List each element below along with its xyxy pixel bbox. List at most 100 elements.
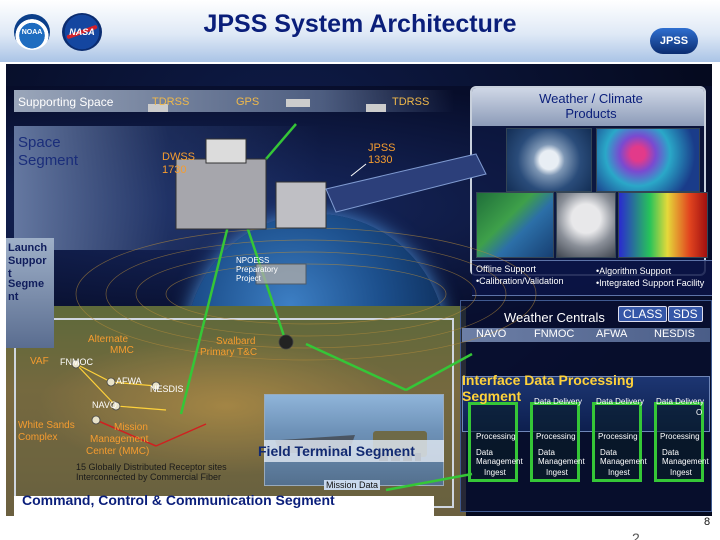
receptor-note-2: Interconnected by Commercial Fiber	[76, 472, 222, 482]
space-segment-label-1: Space	[18, 134, 61, 151]
data-mgmt-3a: Data	[600, 448, 617, 457]
idps-cell-2	[530, 402, 580, 482]
supporting-space-bar	[14, 90, 454, 112]
data-delivery-2: Data Delivery	[534, 397, 583, 406]
weather-centrals-label: Weather Centrals	[504, 310, 605, 325]
svalbard-label-2: Primary T&C	[200, 347, 258, 358]
ingest-2: Ingest	[546, 468, 568, 477]
data-delivery-3: Data Delivery	[596, 397, 645, 406]
idps-cell-3	[592, 402, 642, 482]
algorithm-support-2: •Integrated Support Facility	[596, 278, 705, 288]
class-badge: CLASS	[618, 306, 668, 322]
mmc-label-3: Center (MMC)	[86, 446, 150, 457]
noaa-logo-icon: NOAA	[14, 14, 50, 50]
jpss-logo-icon: JPSS	[650, 28, 698, 54]
offline-support-2: •Calibration/Validation	[476, 276, 564, 286]
field-terminal-label-band	[264, 440, 444, 462]
snow-image	[556, 192, 616, 258]
orbit-rings	[75, 227, 537, 361]
supporting-space-label: Supporting Space	[18, 95, 114, 109]
afwa-ground-label: AFWA	[116, 376, 142, 386]
npoess-label-2: Preparatory	[236, 265, 278, 274]
data-mgmt-1b: Management	[476, 457, 523, 466]
algorithm-support-1: •Algorithm Support	[596, 266, 672, 276]
tdrss-left-label: TDRSS	[152, 96, 190, 108]
red-links	[95, 419, 207, 447]
data-mgmt-4b: Management	[662, 457, 709, 466]
central-afwa: AFWA	[596, 328, 628, 340]
ingest-4: Ingest	[670, 468, 692, 477]
links-overlay	[71, 99, 537, 492]
data-delivery-4: Data Delivery	[656, 397, 705, 406]
alternate-mmc-label-1: Alternate	[88, 334, 129, 345]
navo-ground-label: NAVO	[92, 400, 117, 410]
central-navo: NAVO	[476, 328, 507, 340]
svalbard-label-1: Svalbard	[216, 336, 256, 347]
hurricane-image	[506, 128, 592, 192]
support-box	[472, 260, 712, 296]
gps-label: GPS	[236, 96, 260, 108]
ground-station-dots	[71, 334, 294, 425]
vaf-label: VAF	[30, 356, 49, 367]
tdrss-right-label: TDRSS	[392, 96, 430, 108]
coast-image	[476, 192, 554, 258]
idps-title-1: Interface Data Processing	[462, 372, 634, 388]
alternate-mmc-label-2: MMC	[110, 345, 134, 356]
idps-title-2: Segment	[462, 388, 522, 404]
sea-temp-image	[618, 192, 708, 258]
nasa-logo-icon: NASA	[62, 13, 102, 51]
field-terminal-label: Field Terminal Segment	[258, 443, 415, 459]
dwss-label-2: 1730	[162, 164, 187, 176]
weather-products-header	[472, 88, 704, 126]
processing-3: Processing	[598, 432, 638, 441]
page-number: 8	[704, 516, 711, 528]
receptor-note-1: 15 Globally Distributed Receptor sites	[76, 462, 227, 472]
mmc-label-1: Mission	[114, 422, 148, 433]
offline-support-1: Offline Support	[476, 264, 536, 274]
npoess-label-1: NPOESS	[236, 256, 270, 265]
idps-cell-4	[654, 402, 704, 482]
launch-label-1: Launch	[8, 242, 48, 254]
yellow-links	[75, 363, 167, 411]
launch-support-box	[6, 238, 54, 348]
npoess-label-3: Project	[236, 274, 261, 283]
launch-label-5: nt	[8, 291, 19, 303]
fnmoc-ground-label: FNMOC	[60, 357, 93, 367]
jpss-label-1: JPSS	[368, 142, 396, 154]
launch-label-4: Segme	[8, 278, 45, 290]
centrals-row	[462, 328, 710, 342]
launch-label-2: Suppor	[8, 255, 47, 267]
white-sands-label-1: White Sands	[18, 420, 75, 431]
central-fnmoc: FNMOC	[534, 328, 575, 340]
architecture-diagram: Supporting Space TDRSS GPS TDRSS Space S…	[6, 64, 712, 516]
mmc-label-2: Management	[90, 434, 149, 445]
ingest-1: Ingest	[484, 468, 506, 477]
side-label: O	[696, 408, 703, 417]
space-segment-label-2: Segment	[18, 152, 79, 169]
page-title: JPSS System Architecture	[203, 10, 517, 38]
satellite-icons	[148, 99, 487, 285]
weather-products-title-2: Products	[565, 106, 617, 121]
launch-label-3: t	[8, 268, 12, 280]
central-nesdis: NESDIS	[654, 328, 695, 340]
white-sands-label-2: Complex	[18, 432, 58, 443]
ccs-title: Command, Control & Communication Segment	[22, 492, 335, 508]
ingest-3: Ingest	[608, 468, 630, 477]
processing-1: Processing	[476, 432, 516, 441]
weather-products-title-1: Weather / Climate	[539, 91, 643, 106]
data-mgmt-2b: Management	[538, 457, 585, 466]
mission-data-label: Mission Data	[324, 480, 381, 490]
jpss-pointer	[350, 163, 367, 177]
data-mgmt-4a: Data	[662, 448, 679, 457]
ccs-title-bar	[14, 496, 434, 516]
processing-2: Processing	[536, 432, 576, 441]
jpss-label-2: 1330	[368, 154, 393, 166]
ocean-color-image	[596, 128, 700, 192]
page-number-below: 2	[632, 530, 640, 540]
nesdis-ground-label: NESDIS	[150, 384, 184, 394]
data-mgmt-1a: Data	[476, 448, 493, 457]
data-mgmt-2a: Data	[538, 448, 555, 457]
processing-4: Processing	[660, 432, 700, 441]
idps-cell-1	[468, 402, 518, 482]
header-banner	[0, 0, 720, 62]
